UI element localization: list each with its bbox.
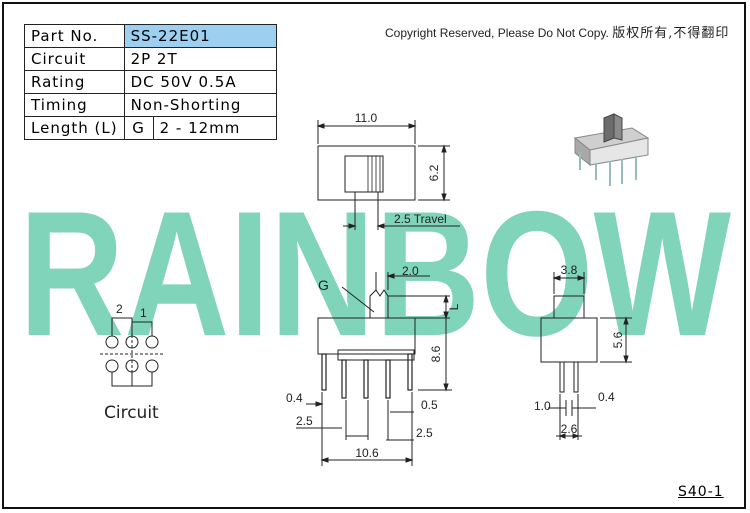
dim-actuator-offset: 2.0	[402, 264, 419, 278]
spec-key: Timing	[24, 93, 125, 117]
part-number: SS-22E01	[123, 24, 277, 48]
copyright-text: Copyright Reserved, Please Do Not Copy.	[385, 26, 609, 40]
dim-side-actuator-width: 3.8	[561, 263, 578, 277]
spec-row-timing: Timing Non-Shorting	[24, 93, 277, 117]
dim-travel: 2.5 Travel	[394, 212, 447, 226]
spec-row-part-no: Part No. SS-22E01	[24, 24, 277, 48]
circuit-diagram	[100, 317, 164, 387]
dim-side-pin-spacing: 1.0	[534, 399, 551, 413]
dim-overall-width: 10.6	[355, 446, 379, 460]
circuit-label: Circuit	[104, 403, 159, 423]
spec-row-rating: Rating DC 50V 0.5A	[24, 70, 277, 94]
spec-key: Length (L)	[24, 116, 125, 140]
side-view	[540, 272, 632, 440]
copyright-text-cn: 版权所有,不得翻印	[612, 26, 730, 41]
dim-body-height: 8.6	[429, 345, 443, 362]
spec-value-prefix: G	[123, 116, 154, 140]
spec-value: 2 - 12mm	[152, 116, 277, 140]
dim-top-height: 6.2	[427, 164, 441, 181]
dim-top-width: 11.0	[355, 111, 378, 125]
top-view	[316, 120, 460, 230]
circuit-pin-2: 2	[116, 302, 123, 316]
dim-pin-width: 0.4	[286, 391, 303, 405]
spec-key: Rating	[24, 70, 125, 94]
product-photo	[573, 113, 650, 186]
dim-side-pin-width: 0.4	[598, 390, 615, 404]
actuator-label: G	[318, 277, 329, 293]
length-label: L	[447, 303, 461, 310]
dim-side-height: 5.6	[611, 331, 625, 348]
drawing-code: S40-1	[678, 484, 724, 500]
front-view	[296, 272, 452, 466]
copyright-notice: Copyright Reserved, Please Do Not Copy. …	[385, 22, 729, 41]
spec-table: Part No. SS-22E01 Circuit 2P 2T Rating D…	[24, 24, 277, 140]
dim-side-overall: 2.6	[561, 422, 578, 436]
spec-key: Circuit	[24, 47, 125, 71]
circuit-pin-1: 1	[140, 306, 147, 320]
spec-value: DC 50V 0.5A	[123, 70, 277, 94]
spec-row-length: Length (L) G 2 - 12mm	[24, 116, 277, 140]
dim-pin-pitch-left: 2.5	[296, 414, 313, 428]
dim-pin-offset-right: 0.5	[421, 398, 438, 412]
dim-pin-pitch-right: 2.5	[416, 426, 433, 440]
